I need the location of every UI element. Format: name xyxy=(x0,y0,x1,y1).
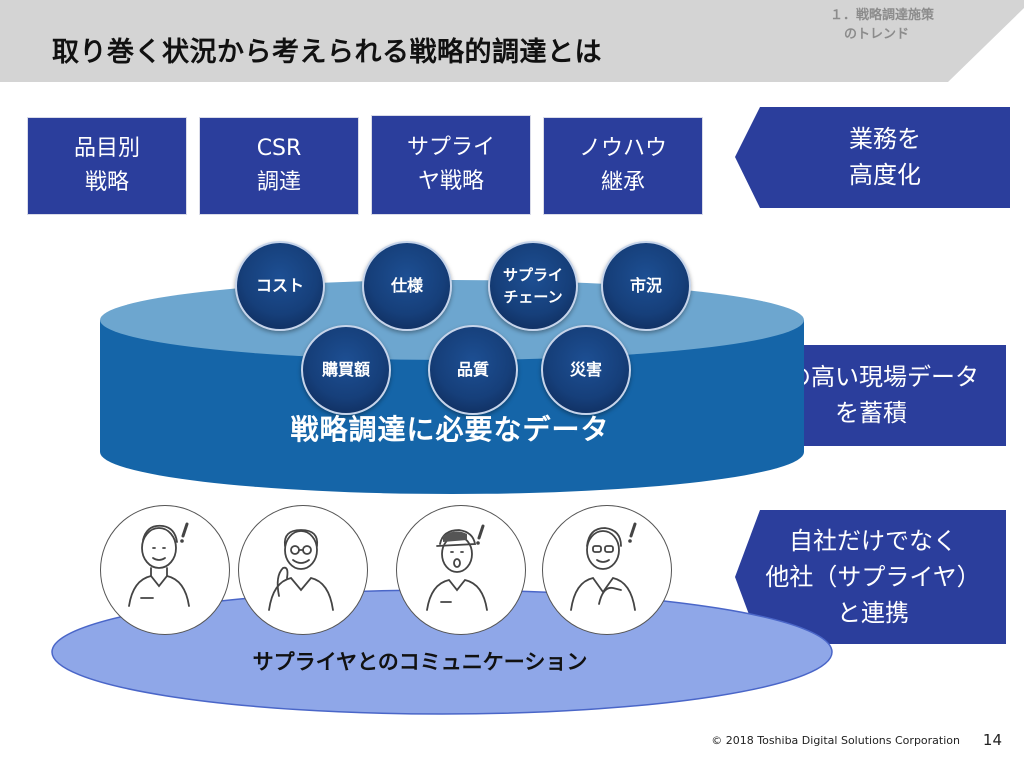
worker-cap-icon xyxy=(396,505,526,635)
data-bubble-quality: 品質 xyxy=(428,325,518,415)
arrow-box-collaborate-suppliers: 自社だけでなく他社（サプライヤ）と連携 xyxy=(765,527,981,627)
person-glasses-icon xyxy=(542,505,672,635)
page-number: 14 xyxy=(982,731,1002,749)
top-box-supplier-strategy: サプライヤ戦略 xyxy=(371,115,531,215)
data-bubble-cost: コスト xyxy=(235,241,325,331)
person-icon xyxy=(100,505,230,635)
communication-label: サプライヤとのコミュニケーション xyxy=(252,650,588,674)
top-box-item-strategy: 品目別戦略 xyxy=(27,117,187,215)
slide-title: 取り巻く状況から考えられる戦略的調達とは xyxy=(52,37,602,68)
footer-copyright: © 2018 Toshiba Digital Solutions Corpora… xyxy=(711,734,960,747)
top-box-knowhow: ノウハウ継承 xyxy=(543,117,703,215)
arrow-box-advance-operations: 業務を高度化 xyxy=(849,125,921,189)
header-band xyxy=(0,0,1024,82)
cylinder-label: 戦略調達に必要なデータ xyxy=(290,413,610,446)
data-bubble-purchase-amount: 購買額 xyxy=(301,325,391,415)
data-bubble-supply-chain: サプライチェーン xyxy=(488,241,578,331)
data-bubble-spec: 仕様 xyxy=(362,241,452,331)
data-bubble-disaster: 災害 xyxy=(541,325,631,415)
data-bubble-market: 市況 xyxy=(601,241,691,331)
section-label: １．戦略調達施策 のトレンド xyxy=(830,8,935,42)
elderly-person-icon xyxy=(238,505,368,635)
